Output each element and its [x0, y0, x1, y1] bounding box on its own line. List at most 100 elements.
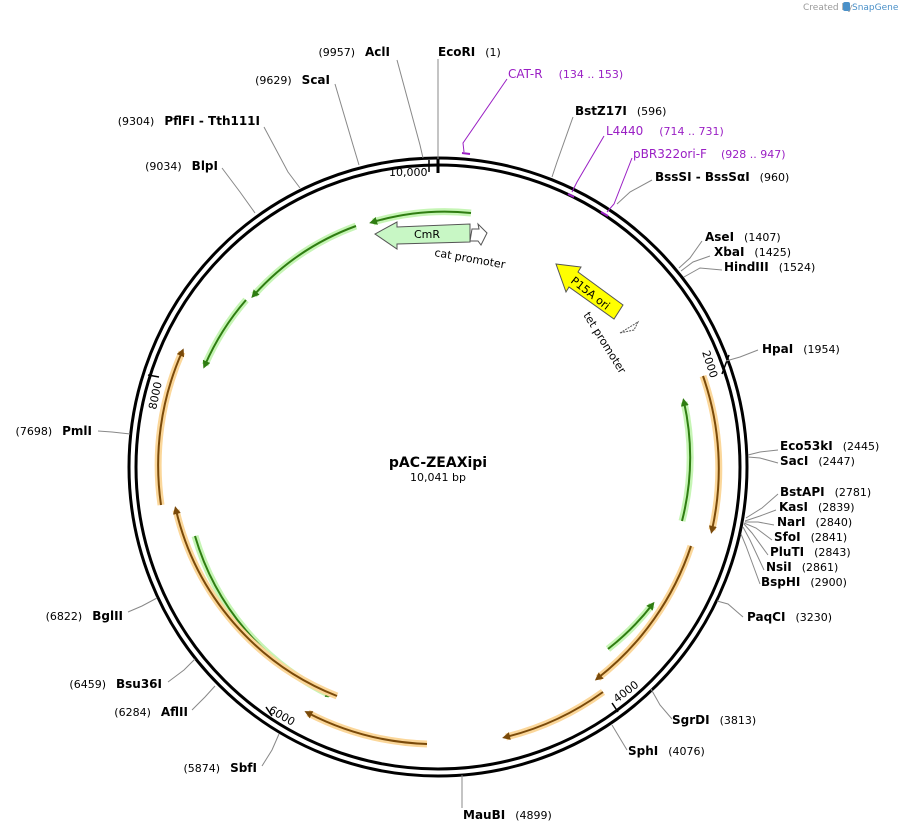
enzyme-scai-name: ScaI — [302, 73, 330, 87]
tet-promoter-label: tet promoter — [580, 310, 628, 377]
enzyme-eco53ki-pos: (2445) — [843, 440, 880, 453]
enzyme-bsssi: BssSI - BssSαI (960) — [655, 170, 789, 184]
primer-pbr322ori-f: pBR322ori-F(928 .. 947) — [633, 147, 786, 161]
orf-orange-arc-2-line — [594, 545, 692, 681]
enzyme-ecori-name: EcoRI — [438, 45, 475, 59]
orf-green-arc-6-line — [607, 601, 655, 650]
enzyme-bsphi-name: BspHI — [761, 575, 800, 589]
acli-connector — [396, 59, 424, 159]
enzyme-sgrdi-pos: (3813) — [720, 714, 757, 727]
enzyme-sphi-name: SphI — [628, 744, 658, 758]
enzyme-pflfi-pos: (9304) — [118, 115, 155, 128]
primer-cat-r-pos: (134 .. 153) — [559, 68, 624, 81]
enzyme-scai-pos: (9629) — [255, 74, 292, 87]
enzyme-sfoi: SfoI(2841) — [774, 530, 847, 544]
orf-arcs-green — [191, 208, 694, 699]
tick-4000-mark — [611, 702, 619, 713]
enzyme-bstapi-name: BstAPI — [780, 485, 825, 499]
primer-labels: CAT-R (134 .. 153) L4440 (714 .. 731) pBR3… — [508, 67, 786, 161]
enzyme-nari: NarI(2840) — [777, 515, 852, 529]
orf-green-arc-2-line — [251, 225, 357, 298]
enzyme-bstapi-pos: (2781) — [835, 486, 872, 499]
enzyme-blpi-pos: (9034) — [145, 160, 182, 173]
enzyme-bstz17i-name: BstZ17I — [575, 104, 627, 118]
enzyme-acli: (9957) AclI — [318, 45, 390, 59]
primer-l4440-pos: (714 .. 731) — [659, 125, 724, 138]
enzyme-acli-pos: (9957) — [318, 46, 355, 59]
enzyme-bsu36i: (6459)Bsu36I — [69, 677, 162, 691]
enzyme-connectors — [97, 59, 779, 808]
enzyme-saci-pos: (2447) — [818, 455, 855, 468]
primer-l4440-name: L4440 — [606, 124, 643, 138]
enzyme-nsii: NsiI(2861) — [766, 560, 838, 574]
enzyme-bsphi-pos: (2900) — [810, 576, 847, 589]
primer-connectors — [461, 78, 633, 217]
enzyme-nari-name: NarI — [777, 515, 806, 529]
enzyme-asei: AseI(1407) — [705, 230, 781, 244]
pmli-connector — [97, 430, 131, 435]
l4440-marker — [567, 193, 575, 198]
primer-cat-r-name: CAT-R — [508, 67, 543, 81]
enzyme-eco53ki: Eco53kI (2445) — [780, 439, 879, 453]
hpai-connector — [725, 349, 759, 362]
hindiii-connector — [683, 267, 723, 278]
enzyme-bsphi: BspHI (2900) — [761, 575, 847, 589]
pbr322ori-f-marker — [600, 211, 609, 217]
enzyme-asei-pos: (1407) — [744, 231, 781, 244]
blpi-connector — [221, 167, 256, 214]
bglii-connector — [127, 597, 158, 613]
orf-orange-arc-5 — [172, 509, 339, 700]
enzyme-eco53ki-name: Eco53kI — [780, 439, 833, 453]
cat-promoter-label: cat promoter — [433, 246, 506, 271]
enzyme-pluti-name: PluTI — [770, 545, 804, 559]
plasmid-name: pAC-ZEAXipi — [389, 455, 487, 471]
kasi-connector — [744, 509, 777, 522]
tick-8000-label: 8000 — [146, 381, 165, 411]
enzyme-sfoi-name: SfoI — [774, 530, 801, 544]
xbai-connector — [680, 255, 711, 272]
enzyme-blpi-name: BlpI — [192, 159, 218, 173]
cmr-feature-arrow — [374, 221, 471, 250]
enzyme-hindiii: HindIII(1524) — [724, 260, 815, 274]
enzyme-acli-name: AclI — [365, 45, 390, 59]
credit-text: Created by — [803, 3, 853, 13]
enzyme-bstz17i: BstZ17I(596) — [575, 104, 666, 118]
credit-brand: SnapGene — [852, 3, 899, 13]
enzyme-hindiii-name: HindIII — [724, 260, 769, 274]
enzyme-sphi: SphI(4076) — [628, 744, 705, 758]
enzyme-maubi-pos: (4899) — [515, 809, 552, 822]
enzyme-kasi-name: KasI — [779, 500, 808, 514]
orf-orange-arc-3-line — [502, 691, 604, 740]
pflfi-connector — [263, 126, 301, 189]
enzyme-nsii-pos: (2861) — [802, 561, 839, 574]
paqci-connector — [716, 600, 744, 618]
enzyme-bsssi-name: BssSI - BssSαI — [655, 170, 750, 184]
asei-connector — [678, 240, 703, 269]
enzyme-pluti-pos: (2843) — [814, 546, 851, 559]
tick-2000-mark — [721, 354, 730, 375]
orf-green-arc-3-line — [202, 299, 247, 369]
orf-orange-arc-4 — [306, 709, 428, 748]
enzyme-ecori-pos: (1) — [485, 46, 501, 59]
cmr-label: CmR — [414, 228, 440, 241]
cat-r-connector — [462, 78, 508, 153]
primer-l4440: L4440 (714 .. 731) — [606, 124, 724, 138]
orf-green-arc-5-line — [680, 398, 692, 522]
bstapi-connector — [745, 493, 779, 519]
enzyme-aflii: (6284)AflII — [114, 705, 188, 719]
enzyme-kasi-pos: (2839) — [818, 501, 855, 514]
enzyme-pluti: PluTI (2843) — [770, 545, 851, 559]
saci-connector — [747, 456, 779, 464]
enzyme-bsssi-pos: (960) — [760, 171, 790, 184]
orf-green-arc-2 — [251, 222, 358, 298]
p15a-ori-arrow — [555, 263, 624, 320]
enzyme-xbai-pos: (1425) — [754, 246, 791, 259]
enzyme-pmli-pos: (7698) — [16, 425, 53, 438]
nsii-connector — [742, 526, 765, 571]
enzyme-blpi: (9034) BlpI — [145, 159, 218, 173]
sgrdi-connector — [650, 688, 673, 720]
orf-orange-arc-4-line — [304, 711, 428, 745]
tick-6000-mark — [265, 706, 273, 717]
enzyme-labels-right: EcoRI (1) BstZ17I(596) BssSI - BssSαI (960… — [438, 45, 879, 822]
